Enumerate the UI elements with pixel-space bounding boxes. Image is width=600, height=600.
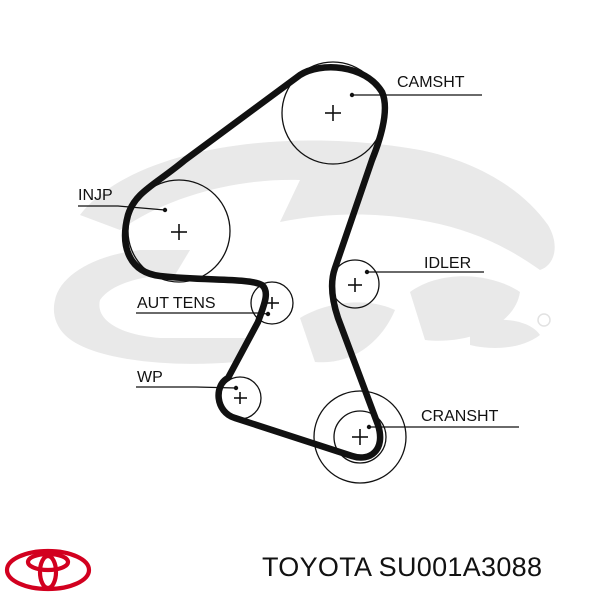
auto-tensioner-pulley: [250, 281, 294, 325]
leader-lines: [78, 94, 519, 428]
label-crankshaft: CRANSHT: [421, 408, 499, 425]
part-number: SU001A3088: [378, 552, 543, 582]
label-idler: IDLER: [424, 255, 471, 272]
crankshaft-pulley-outer: [313, 390, 407, 484]
leader-dots: [162, 92, 372, 430]
toyota-logo-icon: [4, 548, 92, 592]
brand-name: TOYOTA: [262, 552, 371, 582]
footer-part-label: TOYOTA SU001A3088: [262, 552, 542, 583]
gates-watermark-icon: [53, 140, 555, 364]
label-auto-tensioner: AUT TENS: [137, 295, 216, 312]
pulley-centers: [171, 105, 368, 445]
label-water-pump: WP: [137, 369, 163, 386]
timing-belt: [121, 64, 389, 461]
crankshaft-pulley-inner: [333, 410, 387, 464]
label-camshaft: CAMSHT: [397, 74, 465, 91]
label-injection-pump: INJP: [78, 187, 113, 204]
